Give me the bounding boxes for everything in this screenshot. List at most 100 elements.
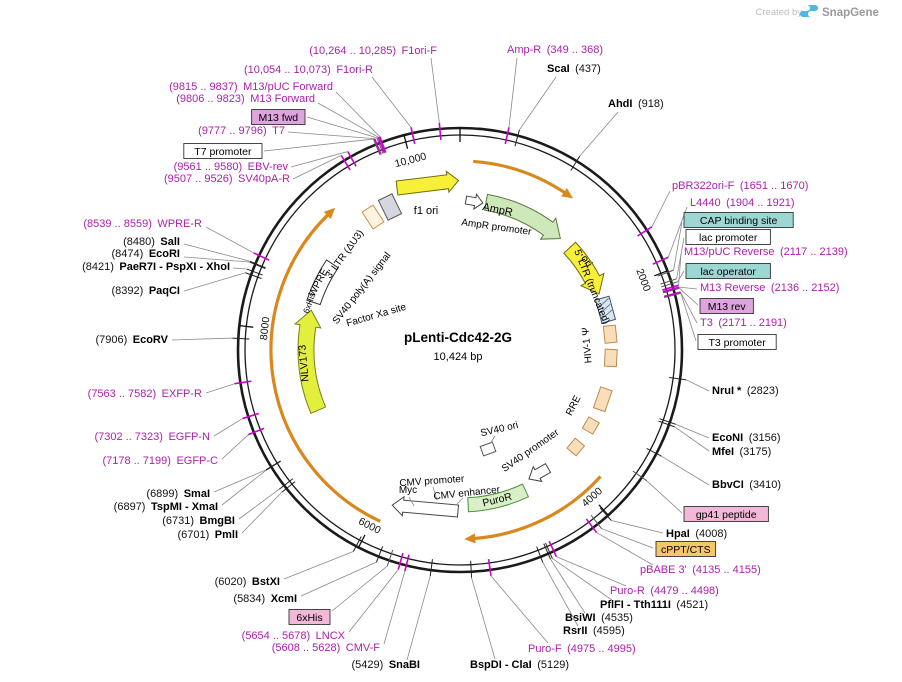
enzyme-label-hpai[interactable]: HpaI (4008) (666, 528, 727, 540)
feature-box-cream[interactable] (361, 204, 385, 230)
feature-label-m13-rev[interactable]: M13 rev (699, 298, 754, 314)
feature-label-6xhis[interactable]: 6xHis (288, 609, 331, 625)
enzyme-label-bspdi-clai[interactable]: BspDI - ClaI (5129) (470, 659, 569, 671)
svg-text:T3 promoter: T3 promoter (709, 337, 767, 349)
enzyme-label-mfei[interactable]: MfeI (3175) (712, 446, 771, 458)
leader-line-pflfi-tth111i (552, 558, 613, 601)
primer-label-egfp-c[interactable]: (7178 .. 7199) EGFP-C (102, 455, 218, 467)
leader-line-cmv-f (383, 571, 406, 645)
psi-box-2[interactable] (603, 348, 618, 368)
primer-label-t3[interactable]: T3 (2171 .. 2191) (700, 317, 787, 329)
nlv173-map-label[interactable]: NLV173 (296, 344, 311, 382)
feature-label-lac-promoter[interactable]: lac promoter (685, 229, 771, 245)
wpre-arcbox[interactable] (306, 259, 339, 306)
primer-label-t7[interactable]: (9777 .. 9796) T7 (198, 125, 285, 137)
enzyme-label-bbvci[interactable]: BbvCI (3410) (712, 479, 781, 491)
primer-label-l4440[interactable]: L4440 (1904 .. 1921) (690, 197, 795, 209)
enzyme-label-pmli[interactable]: (6701) PmlI (177, 529, 238, 541)
watermark: Created by SnapGene (756, 5, 879, 19)
enzyme-label-smai[interactable]: (6899) SmaI (146, 488, 210, 500)
primer-label-puro-f[interactable]: Puro-F (4975 .. 4995) (528, 643, 636, 655)
tan-box-1[interactable] (581, 416, 600, 435)
enzyme-label-ecori[interactable]: (8474) EcoRI (112, 248, 180, 260)
sv40-promoter-arrow[interactable] (525, 461, 553, 487)
sv40-ori-map-label[interactable]: SV40 ori (480, 420, 520, 439)
rre-map-label[interactable]: RRE (564, 394, 584, 418)
cmv-promoter-map-label[interactable]: CMV promoter (399, 474, 465, 490)
feature-label-cppt-cts[interactable]: cPPT/CTS (655, 541, 717, 557)
nlv173-arrow[interactable] (293, 309, 327, 414)
feature-label-t7-promoter[interactable]: T7 promoter (183, 143, 263, 159)
primer-label-wpre-r[interactable]: (8539 .. 8559) WPRE-R (83, 218, 202, 230)
feature-label-gp41-peptide[interactable]: gp41 peptide (683, 506, 769, 522)
sv40-ori-box[interactable] (479, 441, 497, 457)
leader-line-m13-forward (317, 102, 379, 138)
enzyme-label-paer7i-pspxi-xhoi[interactable]: (8421) PaeR7I - PspXI - XhoI (82, 261, 230, 273)
enzyme-label-bsiwi[interactable]: BsiWI (4535) (565, 612, 633, 624)
tan-box-2[interactable] (566, 437, 586, 457)
enzyme-label-nrui[interactable]: NruI * (2823) (712, 385, 779, 397)
enzyme-label-scai[interactable]: ScaI (437) (547, 63, 601, 75)
feature-label-m13-fwd[interactable]: M13 fwd (251, 109, 306, 125)
feature-label-t3-promoter[interactable]: T3 promoter (697, 334, 777, 350)
pbs-hatched-box[interactable] (594, 295, 617, 324)
enzyme-label-xcmi[interactable]: (5834) XcmI (233, 593, 297, 605)
ori-map-label[interactable]: ori (578, 253, 595, 269)
primer-label-egfp-n[interactable]: (7302 .. 7323) EGFP-N (94, 431, 210, 443)
scale-tick (403, 135, 409, 149)
hiv-1-map-label[interactable]: HIV-1 Ψ (580, 327, 594, 364)
primer-label-puro-r[interactable]: Puro-R (4479 .. 4498) (610, 585, 719, 597)
primer-label-pbr322ori-f[interactable]: pBR322ori-F (1651 .. 1670) (672, 180, 808, 192)
primer-label-f1ori-f[interactable]: (10,264 .. 10,285) F1ori-F (309, 45, 437, 57)
primer-label-exfp-r[interactable]: (7563 .. 7582) EXFP-R (88, 388, 202, 400)
primer-label-m13-puc-forward[interactable]: (9815 .. 9837) M13/pUC Forward (169, 81, 333, 93)
f1-ori-map-label[interactable]: f1 ori (414, 205, 438, 217)
ampr-arrow[interactable] (484, 193, 561, 240)
primer-label-pbabe-3[interactable]: pBABE 3' (4135 .. 4155) (640, 564, 761, 576)
enzyme-label-econi[interactable]: EcoNI (3156) (712, 432, 780, 444)
3-ltr-u3-map-label[interactable]: 3' LTR (ΔU3) (324, 228, 367, 281)
primer-label-m13-forward[interactable]: (9806 .. 9823) M13 Forward (176, 93, 315, 105)
primer-label-cmv-f[interactable]: (5608 .. 5628) CMV-F (272, 642, 381, 654)
primer-label-m13-puc-reverse[interactable]: M13/pUC Reverse (2117 .. 2139) (684, 246, 848, 258)
primer-label-f1ori-r[interactable]: (10,054 .. 10,073) F1ori-R (244, 64, 373, 76)
leader-line-m13-reverse (679, 286, 698, 290)
feature-label-cap-binding-site[interactable]: CAP binding site (683, 212, 794, 228)
myc-map-label[interactable]: Myc (399, 485, 417, 496)
primer-label-sv40pa-r[interactable]: (9507 .. 9526) SV40pA-R (164, 173, 290, 185)
enzyme-label-paqci[interactable]: (8392) PaqCI (112, 285, 180, 297)
leader-line-bbvci (661, 455, 710, 486)
enzyme-label-snabi[interactable]: (5429) SnaBI (352, 659, 420, 671)
leader-line-t7 (287, 131, 375, 140)
feature-label-lac-operator[interactable]: lac operator (685, 263, 771, 279)
primer-label-amp-r[interactable]: Amp-R (349 .. 368) (507, 44, 603, 56)
puror-arcbox[interactable] (467, 483, 530, 513)
psi-box-1[interactable] (602, 324, 618, 344)
enzyme-label-bmgbi[interactable]: (6731) BmgBI (162, 515, 235, 527)
ori-arrow[interactable] (563, 241, 605, 295)
cmv-promoter-arrow[interactable] (391, 495, 460, 521)
enzyme-label-pflfi-tth111i[interactable]: PflFI - Tth111I (4521) (600, 599, 708, 611)
primer-label-lncx[interactable]: (5654 .. 5678) LNCX (242, 630, 346, 642)
primer-label-m13-reverse[interactable]: M13 Reverse (2136 .. 2152) (700, 282, 839, 294)
enzyme-label-ahdi[interactable]: AhdI (918) (608, 98, 664, 110)
feature-box-gray[interactable] (377, 193, 403, 221)
enzyme-label-tspmi-xmai[interactable]: (6897) TspMI - XmaI (114, 501, 218, 513)
f1-ori-arrow[interactable] (395, 170, 460, 198)
leader-line-sv40pa-r (292, 155, 342, 180)
enzyme-label-bstxi[interactable]: (6020) BstXI (215, 576, 280, 588)
primer-label-ebv-rev[interactable]: (9561 .. 9580) EBV-rev (174, 161, 289, 173)
leader-line-econi (675, 423, 710, 439)
snapgene-logo-icon (800, 5, 818, 17)
leader-line-exfp-r (205, 383, 235, 394)
leader-line-pbr322ori-f (651, 190, 671, 228)
enzyme-label-rsrii[interactable]: RsrII (4595) (563, 625, 625, 637)
site-tick-m13-forward (377, 136, 386, 154)
sv40-promoter-map-label[interactable]: SV40 promoter (500, 427, 562, 475)
rre-box[interactable] (592, 386, 613, 413)
enzyme-label-sali[interactable]: (8480) SalI (123, 236, 180, 248)
ampr-promoter-arrow[interactable] (464, 192, 484, 211)
leader-line-bmgbi (238, 488, 280, 520)
orf-arc (473, 475, 602, 541)
enzyme-label-ecorv[interactable]: (7906) EcoRV (95, 334, 168, 346)
